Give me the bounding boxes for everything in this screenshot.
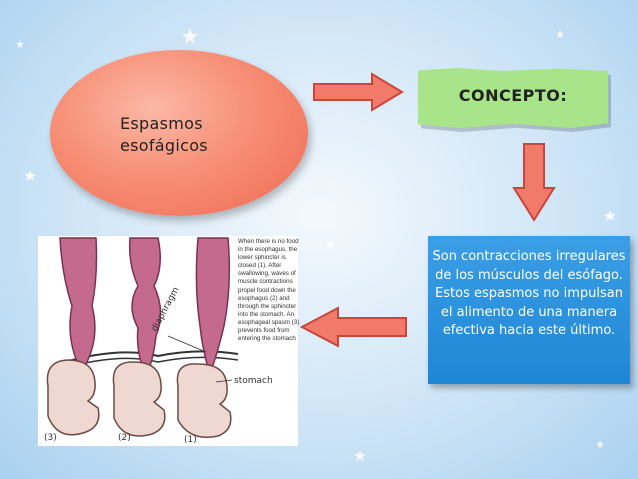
esophagus-illustration: diaphragm stomach (3) (2) (1) (44, 237, 273, 445)
concept-label: CONCEPTO: (458, 86, 568, 105)
definition-box (428, 236, 630, 384)
concept-box (418, 68, 608, 128)
stomach-label: stomach (234, 376, 273, 386)
figure-number-3: (3) (44, 433, 57, 443)
arrow-right (313, 72, 404, 112)
arrow-down (512, 143, 556, 222)
arrow-left (300, 306, 407, 348)
esophagus-figure: diaphragm stomach (3) (2) (1) When there… (38, 236, 300, 446)
figure-number-2: (2) (118, 433, 131, 443)
definition-text: Son contracciones irregulares de los mús… (432, 249, 626, 338)
figure-number-1: (1) (184, 435, 197, 445)
topic-oval (50, 50, 308, 216)
topic-label: Espasmos esofágicos (120, 113, 240, 157)
topic-text: Espasmos esofágicos (120, 114, 208, 155)
figure-caption: When there is no food in the esophagus, … (238, 238, 300, 343)
